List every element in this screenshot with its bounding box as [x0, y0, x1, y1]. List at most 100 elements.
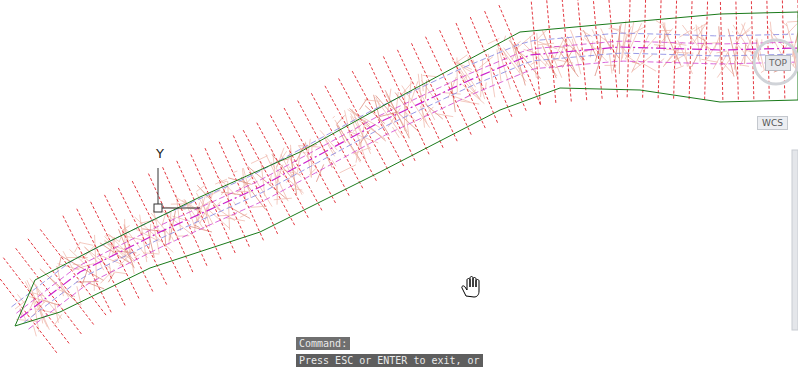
surface-triangle: [57, 266, 64, 296]
surface-triangle: [276, 186, 277, 191]
sample-line: [191, 155, 235, 253]
surface-triangle: [74, 242, 80, 252]
surface-triangle: [226, 218, 245, 221]
surface-triangle: [215, 179, 227, 184]
surface-triangle: [787, 21, 798, 23]
surface-triangle: [240, 214, 247, 217]
surface-triangle: [734, 22, 745, 50]
surface-triangle: [216, 208, 235, 221]
surface-triangle: [735, 61, 737, 76]
surface-triangle: [311, 145, 313, 178]
offset-line: [24, 53, 795, 323]
surface-triangle: [88, 283, 104, 289]
surface-triangle: [582, 39, 584, 41]
surface-triangle: [768, 27, 784, 47]
surface-triangle: [385, 90, 409, 138]
sample-line: [426, 37, 472, 135]
surface-triangle: [50, 278, 59, 288]
surface-triangle: [333, 116, 335, 118]
surface-triangle: [233, 171, 238, 173]
surface-triangle: [488, 54, 495, 97]
pan-cursor: [462, 277, 479, 298]
surface-triangle: [497, 44, 510, 89]
surface-triangle: [660, 30, 671, 31]
sample-line: [148, 174, 192, 272]
surface-triangle: [360, 98, 368, 109]
surface-triangle: [422, 75, 436, 76]
surface-triangle: [339, 165, 355, 173]
ucs-axis: [158, 168, 159, 206]
surface-triangle: [625, 54, 641, 65]
surface-triangle: [509, 40, 540, 78]
surface-triangle: [460, 101, 479, 104]
surface-triangle: [404, 100, 409, 139]
sample-line: [411, 43, 457, 141]
sample-line: [397, 50, 443, 148]
command-prompt: Press ESC or ENTER to exit, or: [296, 354, 483, 367]
surface-triangle: [176, 195, 180, 231]
surface-triangle: [610, 54, 613, 73]
surface-triangle: [54, 314, 62, 326]
ucs-origin: [154, 204, 162, 212]
surface-triangle: [599, 35, 601, 61]
surface-triangle: [251, 156, 268, 164]
surface-triangle: [656, 21, 663, 26]
command-line: Command:: [296, 337, 350, 350]
surface-triangle: [497, 49, 501, 81]
surface-triangle: [251, 206, 267, 207]
surface-triangle: [461, 77, 480, 99]
viewcube-ring: [754, 40, 798, 84]
surface-triangle: [531, 62, 536, 65]
surface-triangle: [97, 254, 124, 265]
surface-triangle: [134, 254, 140, 257]
surface-triangle: [76, 281, 98, 283]
surface-triangle: [643, 37, 656, 51]
surface-triangle: [80, 242, 93, 245]
surface-triangle: [481, 59, 483, 97]
surface-triangle: [236, 191, 248, 192]
surface-triangle: [555, 59, 574, 63]
surface-triangle: [717, 58, 731, 78]
surface-triangle: [165, 229, 166, 247]
surface-triangle: [796, 33, 798, 43]
sample-line: [456, 23, 498, 123]
surface-triangle: [172, 237, 174, 242]
surface-triangle: [177, 198, 200, 213]
surface-triangle: [109, 235, 134, 261]
surface-triangle: [27, 280, 49, 330]
surface-triangle: [61, 256, 103, 280]
surface-triangle: [378, 102, 404, 139]
surface-triangle: [392, 127, 399, 138]
surface-triangle: [228, 181, 230, 230]
surface-triangle: [104, 241, 113, 249]
surface-triangle: [601, 28, 611, 49]
sample-line: [369, 63, 415, 161]
surface-triangle: [692, 23, 706, 45]
sample-line: [546, 0, 556, 103]
surface-triangle: [153, 210, 159, 235]
viewcube-face: TOP: [765, 55, 791, 71]
surface-triangle: [742, 24, 762, 67]
surface-triangle: [733, 25, 754, 56]
surface-triangle: [663, 48, 679, 67]
sample-line: [163, 167, 207, 265]
surface-triangle: [663, 26, 681, 66]
centerline: [20, 47, 798, 318]
sample-line: [643, 0, 646, 98]
surface-triangle: [664, 42, 682, 65]
surface-triangle: [196, 185, 205, 192]
surface-triangle: [364, 100, 380, 101]
surface-triangle: [739, 65, 749, 67]
surface-triangle: [488, 38, 499, 43]
surface-triangle: [570, 30, 584, 65]
sample-line: [485, 11, 527, 111]
sample-line: [720, 0, 723, 100]
surface-triangle: [537, 43, 554, 45]
surface-triangle: [519, 34, 535, 47]
surface-triangle: [632, 68, 634, 73]
offset-line: [16, 41, 794, 313]
surface-triangle: [100, 243, 129, 263]
sample-line: [3, 258, 69, 344]
sample-line: [0, 267, 57, 353]
